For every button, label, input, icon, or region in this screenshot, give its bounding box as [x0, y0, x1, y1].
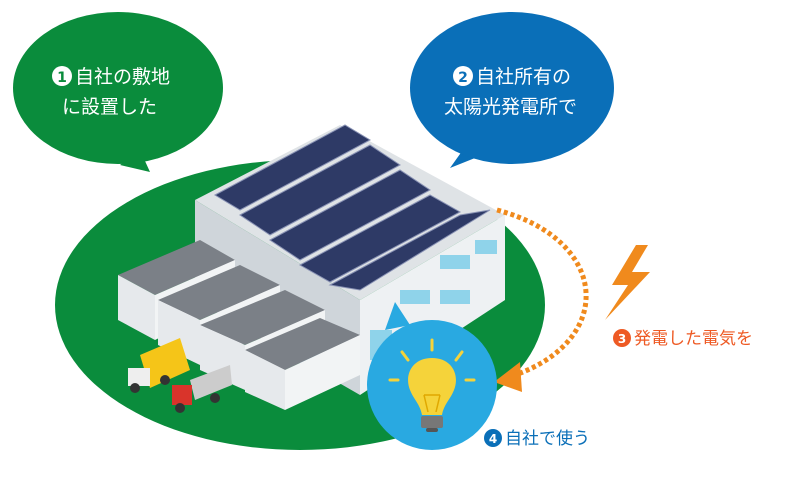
step1-number: 1 [57, 70, 67, 86]
step1-number-badge [52, 66, 72, 86]
step2-text-line1: 自社所有の [476, 66, 571, 88]
step3-text: 発電した電気を [634, 329, 753, 349]
warehouse-wings [118, 240, 360, 410]
step3-number-badge [613, 329, 631, 347]
yellow-truck [128, 338, 190, 393]
step4-number: 4 [489, 432, 497, 446]
step3-number: 3 [618, 332, 626, 346]
step4-text: 自社で使う [505, 428, 590, 449]
light-bulb-bubble [367, 302, 497, 450]
red-truck [172, 365, 232, 413]
factory-illustration [118, 124, 505, 413]
energy-flow-arrow [496, 207, 589, 378]
step1-text-line2: に設置した [62, 96, 157, 118]
step3-label: 3 発電した電気を [613, 329, 753, 349]
light-bulb-icon [388, 338, 476, 432]
speech-bubble-step2: 2 自社所有の 太陽光発電所で [410, 12, 614, 168]
step2-number: 2 [458, 70, 468, 86]
step4-number-badge [484, 429, 502, 447]
solar-panels [213, 124, 491, 291]
step2-number-badge [453, 66, 473, 86]
step2-text-line2: 太陽光発電所で [444, 96, 577, 118]
lightning-icon [605, 245, 650, 320]
speech-bubble-step1: 1 自社の敷地 に設置した [13, 12, 223, 172]
step4-label: 4 自社で使う [484, 428, 590, 449]
arrowhead-icon [494, 362, 522, 392]
step1-text-line1: 自社の敷地 [75, 66, 170, 88]
